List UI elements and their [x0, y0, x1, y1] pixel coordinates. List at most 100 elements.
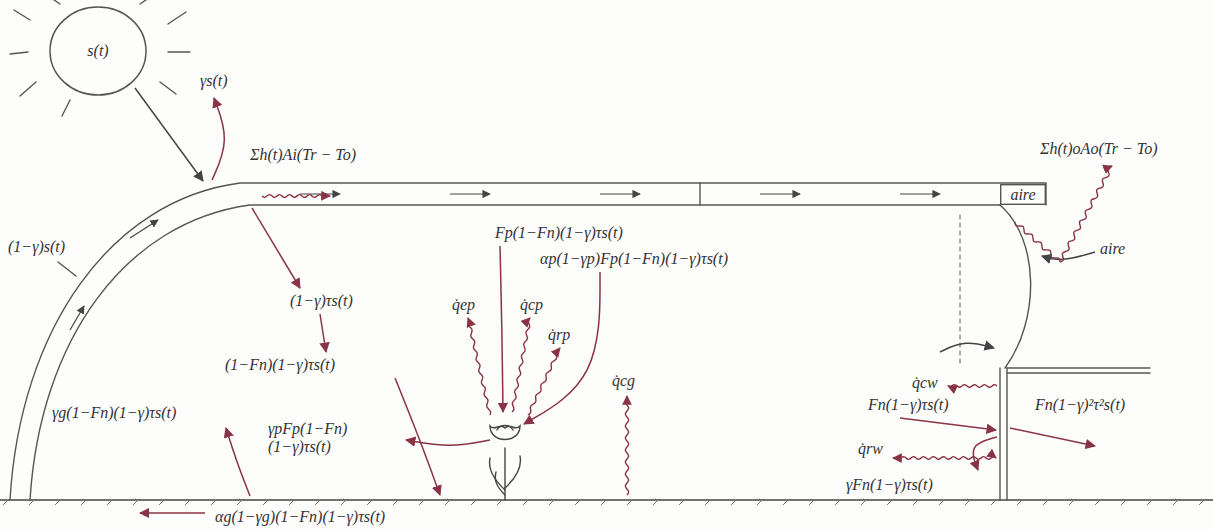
- ground-hatch: [211, 500, 216, 505]
- ground-hatch: [1199, 500, 1204, 505]
- ground-hatch: [991, 500, 996, 505]
- evaporation-wave: [468, 318, 491, 415]
- ground-hatch: [939, 500, 944, 505]
- wall-radiation-wave: [893, 457, 996, 460]
- ground-hatch: [1017, 500, 1022, 505]
- wall-transmission: [1010, 428, 1095, 446]
- eave-shelf: [1007, 372, 1150, 373]
- formula-label: αg(1−γg)(1−Fn)(1−γ)τs(t): [215, 508, 385, 526]
- ground-hatch: [1095, 500, 1100, 505]
- ground-hatch: [1147, 500, 1152, 505]
- ground-hatch: [653, 500, 658, 505]
- air-flow-arrow: [70, 306, 84, 330]
- cover-joint: [58, 262, 76, 276]
- ground-hatch: [757, 500, 762, 505]
- plant-reflection: [406, 440, 490, 445]
- ground-hatch: [549, 500, 554, 505]
- air-arrow: [940, 343, 994, 352]
- guide-line: [960, 215, 961, 366]
- incident-ray: [135, 88, 203, 181]
- ground-hatch: [419, 500, 424, 505]
- convection-wave: [512, 318, 530, 412]
- node-text: s(t): [87, 42, 108, 60]
- ground-hatch: [627, 500, 632, 505]
- ground-reflection: [226, 428, 250, 496]
- formula-label: Σh(t)oAo(Tr − To): [1040, 140, 1158, 158]
- formula-label: (1−γ)τs(t): [290, 292, 353, 310]
- formula-label: q̇cg: [612, 372, 635, 390]
- sun-circle: s(t): [48, 5, 148, 97]
- air-box: aire: [1000, 184, 1046, 205]
- eave-shelf: [1007, 367, 1150, 368]
- ground-convection-wave: [625, 396, 628, 495]
- formula-label: γs(t): [200, 72, 228, 90]
- ground-hatch: [965, 500, 970, 505]
- formula-label: q̇cw: [912, 374, 938, 392]
- ground-ray: [395, 378, 440, 495]
- side-wall: [1006, 368, 1007, 500]
- ground-hatch: [1043, 500, 1048, 505]
- ground-hatch: [913, 500, 918, 505]
- air-flow-arrow: [130, 220, 158, 238]
- plant-ray: [500, 246, 503, 412]
- ground-hatch: [887, 500, 892, 505]
- formula-label: Fp(1−Fn)(1−γ)τs(t): [495, 224, 623, 242]
- formula-label: αp(1−γp)Fp(1−Fn)(1−γ)τs(t): [540, 250, 728, 268]
- formula-label: aire: [1100, 240, 1125, 258]
- ground-hatch: [523, 500, 528, 505]
- node-text: aire: [1010, 186, 1035, 204]
- sun-rays: [10, 0, 190, 116]
- ground-hatch: [601, 500, 606, 505]
- formula-label: γFn(1−γ)τs(t): [846, 476, 933, 494]
- wall-ray: [900, 418, 996, 430]
- formula-label: q̇rp: [548, 326, 570, 344]
- ground-hatch: [237, 500, 242, 505]
- ground-hatch: [107, 500, 112, 505]
- ground-hatch: [315, 500, 320, 505]
- air-flow-arrow: [600, 193, 640, 194]
- end-curtain: [1000, 205, 1031, 368]
- ground-hatch: [809, 500, 814, 505]
- ground-hatch: [1121, 500, 1126, 505]
- ground-hatch: [55, 500, 60, 505]
- ground-hatch: [341, 500, 346, 505]
- ground-hatch: [679, 500, 684, 505]
- ground-hatch: [159, 500, 164, 505]
- wall-reflection: [973, 437, 997, 470]
- ground-hatch: [1173, 500, 1178, 505]
- ground-hatch: [783, 500, 788, 505]
- ground-hatch: [497, 500, 502, 505]
- ground-hatch: [185, 500, 190, 505]
- formula-label: Fn(1−γ)τs(t): [868, 396, 949, 414]
- outer-cover: [10, 183, 1046, 500]
- ground-hatch: [835, 500, 840, 505]
- formula-label: γpFp(1−Fn) (1−γ)τs(t): [268, 420, 392, 456]
- air-arrow: [1042, 252, 1095, 259]
- plant-figure: [490, 426, 521, 501]
- ground-hatch: [263, 500, 268, 505]
- ground-hatch: [861, 500, 866, 505]
- ground-hatch: [133, 500, 138, 505]
- air-flow-arrow: [760, 193, 800, 194]
- ground-hatch: [445, 500, 450, 505]
- cover-heat-wave: [262, 195, 330, 198]
- transmitted-ray: [252, 208, 300, 288]
- formula-label: γg(1−Fn)(1−γ)τs(t): [52, 404, 176, 422]
- formula-label: q̇cp: [520, 296, 543, 314]
- ground-line: [0, 499, 1213, 500]
- formula-label: (1−γ)s(t): [8, 238, 65, 256]
- ground-hatch: [81, 500, 86, 505]
- formula-label: Σh(t)Ai(Tr − To): [250, 146, 356, 164]
- ground-hatch: [471, 500, 476, 505]
- formula-label: Fn(1−γ)²τ²s(t): [1035, 396, 1125, 414]
- air-flow-arrow: [900, 193, 940, 194]
- air-flow-arrow: [450, 193, 490, 194]
- ground-hatch: [1069, 500, 1074, 505]
- radiation-wave: [528, 348, 560, 415]
- cover-joint: [699, 183, 700, 205]
- side-wall: [999, 368, 1000, 500]
- ground-hatch: [29, 500, 34, 505]
- transmitted-ray: [320, 314, 326, 352]
- ground-hatch: [575, 500, 580, 505]
- inner-cover: [30, 205, 1000, 500]
